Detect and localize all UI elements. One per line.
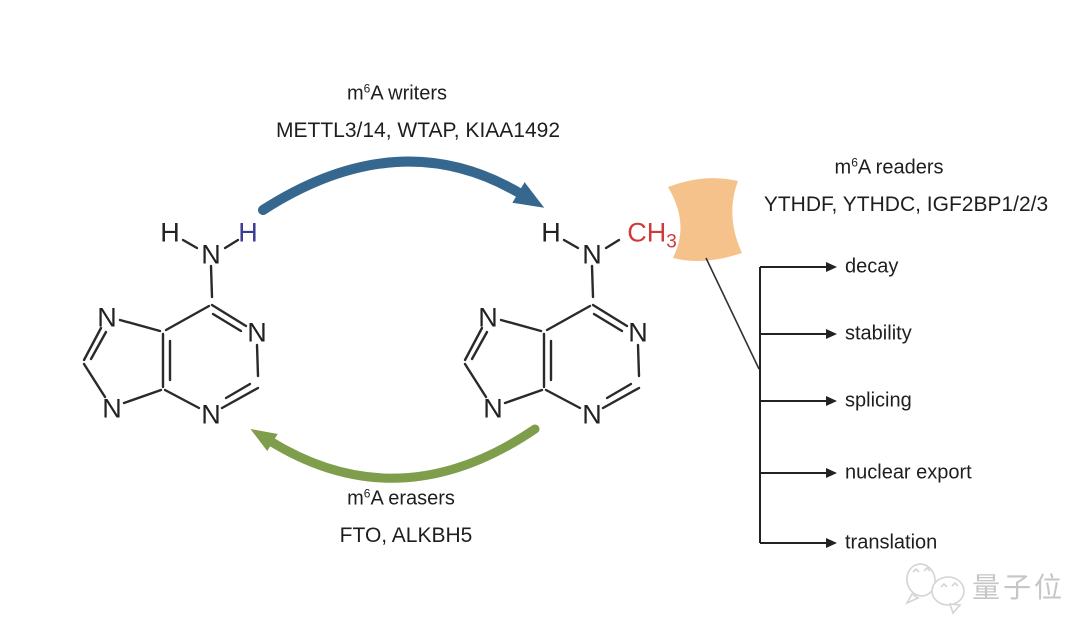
erasers-genes: FTO, ALKBH5 (339, 524, 473, 547)
right-ring-n1-label: N (628, 317, 648, 348)
chat-bubbles-logo-icon (905, 563, 965, 615)
left-ring-n3-label: N (201, 399, 221, 430)
erasers-title-m: m (347, 487, 364, 510)
reader-protein-shape (668, 178, 742, 261)
readers-title: m6A readers (834, 155, 944, 180)
writers-title: m6A writers (346, 81, 448, 106)
outcome-stability: stability (845, 322, 912, 345)
right-amine-n-label: N (582, 239, 602, 270)
outcome-translation: translation (845, 531, 938, 554)
readers-title-m: m (834, 156, 852, 179)
right-amine-h-label: H (541, 217, 561, 248)
left-amine-h-methyl-site-label: H (238, 217, 258, 248)
erasers-title-sup: 6 (363, 486, 371, 501)
outcome-decay: decay (845, 255, 899, 278)
methyl-sub: 3 (666, 231, 677, 253)
erasers-title-rest: A erasers (370, 487, 455, 510)
left-amine-h-label: H (160, 217, 180, 248)
outcome-splicing: splicing (845, 389, 912, 412)
writers-title-rest: A writers (370, 82, 448, 105)
erasers-title: m6A erasers (347, 486, 455, 511)
outcome-tree (759, 262, 837, 548)
readers-genes: YTHDF, YTHDC, IGF2BP1/2/3 (763, 193, 1049, 216)
left-ring-n1-label: N (247, 317, 267, 348)
reader-connector-line (705, 257, 760, 370)
left-ring-n9-label: N (102, 393, 122, 424)
left-ring-n7-label: N (97, 302, 117, 333)
writers-arrow (258, 156, 545, 215)
right-ring-n9-label: N (483, 393, 503, 424)
writers-genes: METTL3/14, WTAP, KIAA1492 (275, 119, 561, 142)
writers-title-sup: 6 (363, 81, 371, 96)
outcome-nuclear-export: nuclear export (845, 461, 972, 484)
right-methyl-group-label: CH3 (627, 217, 677, 252)
readers-title-sup: 6 (851, 155, 858, 170)
writers-title-m: m (346, 82, 364, 105)
methyl-ch: CH (627, 217, 667, 248)
watermark-brand-text: 量子位 (972, 572, 1066, 603)
left-amine-n-label: N (201, 239, 221, 270)
right-ring-n3-label: N (582, 399, 602, 430)
readers-title-rest: A readers (857, 156, 944, 179)
right-ring-n7-label: N (478, 302, 498, 333)
erasers-arrow (250, 424, 540, 483)
